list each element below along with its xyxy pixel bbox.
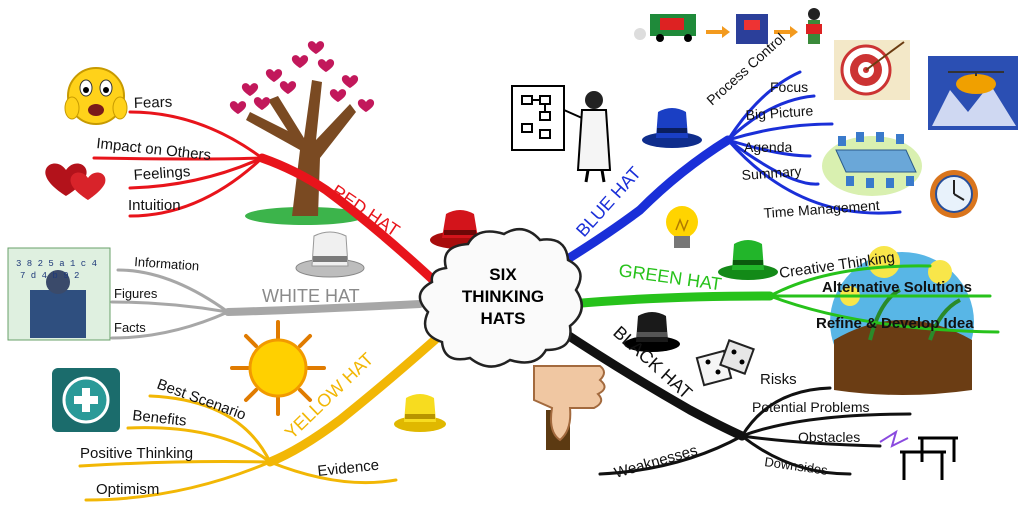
hurdles-icon	[879, 429, 958, 480]
thumbs-down-icon	[533, 365, 606, 450]
tree-with-hearts-icon	[229, 41, 375, 225]
green-item-refine-develop-idea: Refine & Develop Idea	[816, 315, 974, 332]
light-bulb-icon	[666, 206, 698, 248]
black-item-risks: Risks	[760, 371, 797, 388]
meeting-table-icon	[822, 132, 922, 196]
blue-item-focus: Focus	[770, 79, 808, 95]
green-idea-globe-icon	[830, 246, 974, 395]
helicopter-icon	[928, 56, 1018, 130]
clock-icon	[930, 170, 978, 218]
red-item-intuition: Intuition	[128, 197, 181, 214]
green-hat-label: GREEN HAT	[617, 260, 722, 294]
white-hat-branch	[110, 268, 424, 340]
yellow-item-positive-thinking: Positive Thinking	[80, 445, 193, 462]
blue-hat-icon	[642, 108, 702, 148]
black-hat-icon	[624, 312, 680, 352]
white-item-figures: Figures	[114, 286, 158, 301]
svg-text:7 d 4 b 9 2: 7 d 4 b 9 2	[20, 271, 79, 281]
svg-text:3 8 2 5 a 1 c 4: 3 8 2 5 a 1 c 4	[16, 259, 97, 269]
white-item-facts: Facts	[114, 320, 146, 335]
blue-item-big-picture: Big Picture	[745, 102, 814, 123]
data-board-icon: 3 8 2 5 a 1 c 4 7 d 4 b 9 2	[7, 247, 111, 341]
green-hat-icon	[718, 240, 778, 280]
plus-button-icon	[52, 368, 120, 432]
white-hat-label: WHITE HAT	[262, 286, 360, 306]
black-item-potential-problems: Potential Problems	[752, 399, 870, 415]
green-hat-branch	[565, 264, 1000, 334]
center-title-line-2: THINKING	[462, 287, 544, 306]
center-title-line-3: HATS	[480, 309, 525, 328]
target-icon	[834, 40, 910, 100]
white-hat-icon	[295, 231, 365, 278]
yellow-item-benefits: Benefits	[132, 407, 188, 430]
black-hat-branch	[555, 325, 912, 476]
yellow-hat-branch	[78, 325, 451, 502]
blue-item-agenda: Agenda	[744, 139, 792, 155]
red-hat-branch	[92, 110, 451, 297]
center-title-line-1: SIX	[489, 265, 517, 284]
truck-process-icon	[634, 8, 822, 44]
dice-icon	[695, 339, 755, 387]
scared-face-icon	[64, 67, 128, 125]
black-item-downsides: Downsides	[764, 454, 830, 478]
yellow-item-evidence: Evidence	[317, 457, 380, 480]
green-item-alternative-solutions: Alternative Solutions	[822, 279, 972, 296]
yellow-item-optimism: Optimism	[96, 481, 159, 498]
red-item-feelings: Feelings	[133, 163, 191, 184]
yellow-hat-icon	[394, 394, 446, 432]
blue-item-time-management: Time Management	[763, 197, 880, 221]
blue-item-summary: Summary	[741, 163, 802, 183]
sun-icon	[230, 320, 326, 416]
black-item-weaknesses: Weaknesses	[612, 442, 699, 482]
blue-hat-branch	[535, 70, 902, 281]
hearts-icon	[45, 163, 106, 200]
black-item-obstacles: Obstacles	[798, 429, 860, 445]
center-cloud: SIX THINKING HATS	[418, 227, 583, 368]
presenter-chart-icon	[511, 85, 612, 183]
red-item-fears: Fears	[134, 94, 173, 112]
white-item-information: Information	[134, 254, 200, 274]
